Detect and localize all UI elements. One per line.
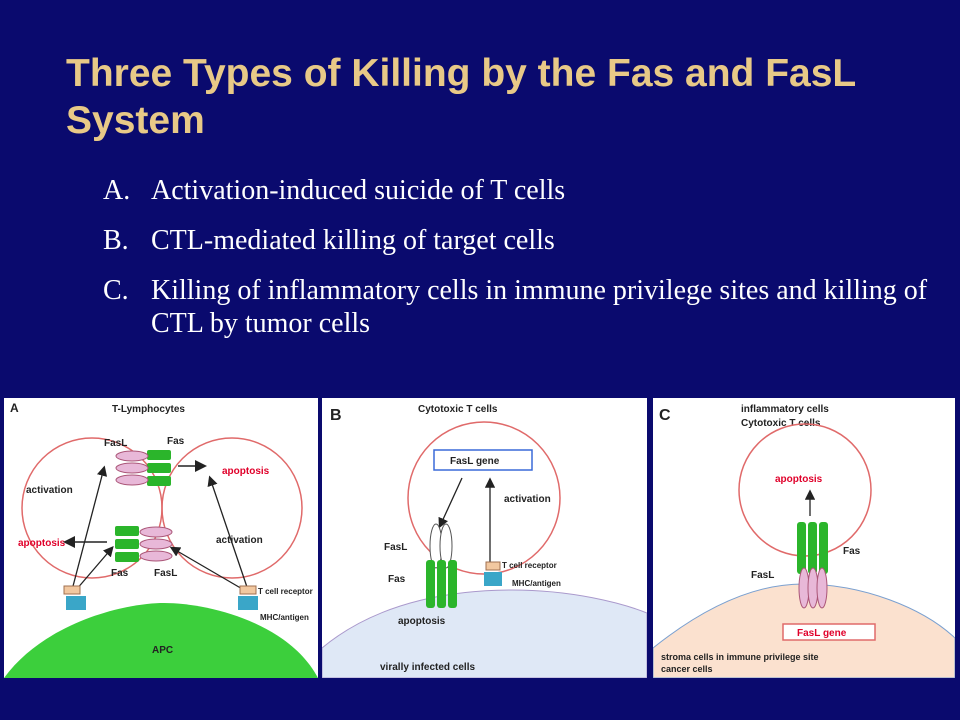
fasl-top-label: FasL xyxy=(104,438,127,449)
fasl-label: FasL xyxy=(751,570,774,581)
apc-cell xyxy=(4,603,318,678)
panel-a-letter: A xyxy=(10,401,19,415)
fasl-ligand xyxy=(139,550,173,562)
panel-c-letter: C xyxy=(659,407,671,424)
fasl-ligand xyxy=(115,474,149,486)
list-item: C. Killing of inflammatory cells in immu… xyxy=(103,274,933,340)
list-item: A. Activation-induced suicide of T cells xyxy=(103,174,933,207)
fas-receptor xyxy=(797,522,806,574)
list-item: B. CTL-mediated killing of target cells xyxy=(103,224,933,257)
apoptosis-label: apoptosis xyxy=(775,474,823,485)
panel-b-title: Cytotoxic T cells xyxy=(418,404,498,415)
fas-top-label: Fas xyxy=(167,436,185,447)
apoptosis-left-label: apoptosis xyxy=(18,538,66,549)
t-cell-receptor xyxy=(485,561,501,571)
t-cell-receptor xyxy=(63,585,81,595)
panel-c-title-1: inflammatory cells xyxy=(741,404,829,415)
fas-receptor xyxy=(819,522,828,574)
fasl-label: FasL xyxy=(384,542,407,553)
fas-label: Fas xyxy=(843,546,861,557)
tcr-label: T cell receptor xyxy=(258,587,313,596)
mhc-antigen xyxy=(484,572,502,586)
mhc-antigen xyxy=(66,596,86,610)
list-marker: B. xyxy=(103,225,129,256)
fas-receptor xyxy=(437,560,446,608)
fasl-ligand xyxy=(816,567,828,609)
fas-receptor xyxy=(147,450,171,460)
fas-receptor xyxy=(448,560,457,608)
panel-a-title: T-Lymphocytes xyxy=(112,404,185,415)
panel-b-diagram: B Cytotoxic T cells FasL gene activation… xyxy=(322,398,647,678)
activation-arrow xyxy=(75,546,114,591)
apc-label: APC xyxy=(152,645,173,656)
list-marker: A. xyxy=(103,175,131,206)
fas-receptor xyxy=(426,560,435,608)
fas-receptor xyxy=(147,463,171,473)
tcr-label: T cell receptor xyxy=(502,561,557,570)
expression-arrow xyxy=(438,477,463,529)
bullet-list: A. Activation-induced suicide of T cells… xyxy=(103,174,933,357)
panel-c-title-2: Cytotoxic T cells xyxy=(741,418,821,429)
infected-cell xyxy=(322,589,647,678)
t-cell-right xyxy=(161,437,303,579)
panel-c-svg: C inflammatory cells Cytotoxic T cells a… xyxy=(653,404,955,678)
fasl-gene-box xyxy=(433,449,533,471)
mhc-label: MHC/antigen xyxy=(260,613,309,622)
panel-b-letter: B xyxy=(330,407,342,424)
fas-label: Fas xyxy=(388,574,406,585)
list-text: Killing of inflammatory cells in immune … xyxy=(151,275,928,339)
fasl-ligand xyxy=(139,538,173,550)
fas-receptor xyxy=(115,552,139,562)
list-text: CTL-mediated killing of target cells xyxy=(151,225,555,256)
fas-receptor xyxy=(115,539,139,549)
fasl-gene-label: FasL gene xyxy=(797,628,847,639)
apoptosis-label: apoptosis xyxy=(398,616,446,627)
fasl-ligand xyxy=(115,450,149,462)
activation-right-label: activation xyxy=(216,535,263,546)
fasl-gene-label: FasL gene xyxy=(450,456,500,467)
apoptosis-right-label: apoptosis xyxy=(222,466,270,477)
activation-arrow xyxy=(207,475,249,591)
activation-label: activation xyxy=(504,494,551,505)
panel-a-svg: A T-Lymphocytes APC FasL Fas apoptosis a… xyxy=(4,401,318,678)
activation-arrow xyxy=(71,465,108,591)
list-text: Activation-induced suicide of T cells xyxy=(151,175,566,206)
mhc-label: MHC/antigen xyxy=(512,579,561,588)
fasl-gene-box xyxy=(782,623,876,641)
panel-c-diagram: C inflammatory cells Cytotoxic T cells a… xyxy=(653,398,955,678)
cancer-label: cancer cells xyxy=(661,664,713,674)
slide-title: Three Types of Killing by the Fas and Fa… xyxy=(66,52,856,142)
fas-bottom-label: Fas xyxy=(111,568,129,579)
mhc-antigen xyxy=(238,596,258,610)
fas-receptor xyxy=(147,476,171,486)
fas-receptor xyxy=(808,522,817,574)
t-cell-receptor xyxy=(239,585,257,595)
infected-cell-label: virally infected cells xyxy=(380,662,475,673)
fasl-ligand xyxy=(139,526,173,538)
fasl-bottom-label: FasL xyxy=(154,568,177,579)
fas-receptor xyxy=(115,526,139,536)
list-marker: C. xyxy=(103,275,129,306)
activation-left-label: activation xyxy=(26,485,73,496)
panel-b-svg: B Cytotoxic T cells FasL gene activation… xyxy=(322,404,647,678)
panel-a-diagram: A T-Lymphocytes APC FasL Fas apoptosis a… xyxy=(4,398,318,678)
stroma-label: stroma cells in immune privilege site xyxy=(661,652,819,662)
fasl-ligand xyxy=(115,462,149,474)
activation-arrow xyxy=(169,546,245,591)
